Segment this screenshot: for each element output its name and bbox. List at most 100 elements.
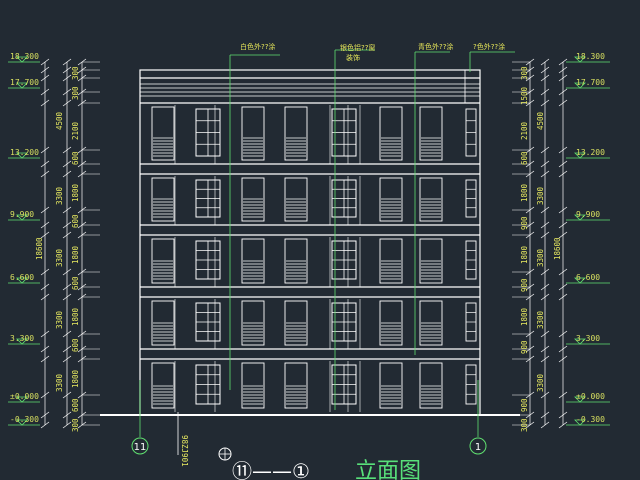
wall-panel (151, 238, 175, 284)
level-marker: ±0.000±0.000 (8, 392, 610, 403)
dim-tick (540, 146, 550, 154)
dim-tick (558, 268, 568, 276)
level-label-right: 6.600 (576, 273, 600, 282)
dim-tick (62, 345, 72, 353)
left-inner-dim: 600 (71, 398, 80, 412)
dim-tick (558, 293, 568, 301)
right-total-height: 18600 (553, 237, 562, 260)
dim-tick (62, 293, 72, 301)
callout-white-paint: 白色外??涂 (240, 42, 275, 51)
dim-tick (558, 66, 568, 74)
left-inner-dim: 300 (71, 418, 80, 432)
level-label-right: 3.300 (576, 334, 600, 343)
dim-tick (40, 345, 50, 353)
left-dim-ticks (40, 58, 100, 429)
wall-panel (284, 106, 308, 161)
wall-panel (379, 238, 403, 284)
wall-panel (379, 300, 403, 346)
dim-tick (40, 293, 50, 301)
left-inner-dim: 2100 (71, 121, 80, 140)
wall-panel (379, 177, 403, 222)
left-dimension-lines (44, 62, 83, 425)
left-inner-dim: 600 (71, 338, 80, 352)
level-label-left: 17.700 (10, 78, 39, 87)
level-label-left: 13.200 (10, 148, 39, 157)
level-triangle (574, 56, 586, 63)
dim-tick (40, 146, 50, 154)
dim-tick (62, 160, 72, 168)
wall-panel (419, 106, 443, 161)
wall-panel (419, 238, 443, 284)
level-triangle (16, 152, 28, 159)
left-inner-dim: 1800 (71, 369, 80, 388)
dim-tick (558, 58, 568, 66)
wall-panel (419, 300, 443, 346)
dim-tick (62, 66, 72, 74)
leader-lines (229, 49, 515, 410)
left-inner-dim: 600 (71, 214, 80, 228)
level-marker: 9.900 9.900 (8, 210, 610, 221)
callout-unknown-paint: ?色外??涂 (473, 42, 505, 51)
wall-panel (151, 177, 175, 222)
dim-tick (62, 330, 72, 338)
dim-tick (40, 74, 50, 82)
dim-tick (40, 330, 50, 338)
dim-tick (558, 231, 568, 239)
dim-tick (62, 231, 72, 239)
level-triangle (574, 396, 586, 403)
dim-tick (540, 160, 550, 168)
dim-tick (62, 268, 72, 276)
dim-tick (540, 88, 550, 96)
dim-tick (40, 421, 50, 429)
right-inner-dim: 900 (520, 340, 529, 354)
dim-tick (62, 391, 72, 399)
dim-tick (540, 411, 550, 419)
dim-tick (540, 421, 550, 429)
level-label-left: 9.900 (10, 210, 34, 219)
level-triangle (16, 82, 28, 89)
title-text: 立面图 (355, 459, 421, 480)
wall-panel (284, 238, 308, 284)
wall-panel (379, 362, 403, 409)
dim-tick (558, 160, 568, 168)
level-triangle (574, 214, 586, 221)
right-dimension-lines (529, 62, 564, 425)
left-inner-dim: 1800 (71, 245, 80, 264)
dim-tick (540, 345, 550, 353)
dim-tick (558, 170, 568, 178)
dim-tick (558, 99, 568, 107)
left-total-height: 18600 (35, 237, 44, 260)
dim-tick (62, 88, 72, 96)
left-dim-4500: 4500 (55, 111, 64, 130)
dim-tick (40, 160, 50, 168)
floor-4 (151, 299, 477, 349)
wall-panel (241, 362, 265, 409)
callout-silver-window-sub: 装饰 (346, 53, 360, 62)
level-label-right: 9.900 (576, 210, 600, 219)
callout-cyan-paint: 青色外??涂 (418, 42, 453, 51)
level-triangle (16, 396, 28, 403)
dim-tick (540, 206, 550, 214)
wall-panel (419, 362, 443, 409)
level-label-right: 18.300 (576, 52, 605, 61)
dim-tick (558, 146, 568, 154)
wall-panel (284, 177, 308, 222)
wall-panel (284, 300, 308, 346)
detail-reference: 98ZJ901 (177, 412, 232, 467)
dim-tick (558, 355, 568, 363)
level-label-left: 6.600 (10, 273, 34, 282)
dim-tick (540, 283, 550, 291)
dim-tick (540, 391, 550, 399)
level-triangle (574, 338, 586, 345)
level-label-right: ±0.000 (576, 392, 605, 401)
dim-tick (540, 221, 550, 229)
wall-panel (151, 106, 175, 161)
left-dim-3300-c: 3300 (55, 310, 64, 329)
